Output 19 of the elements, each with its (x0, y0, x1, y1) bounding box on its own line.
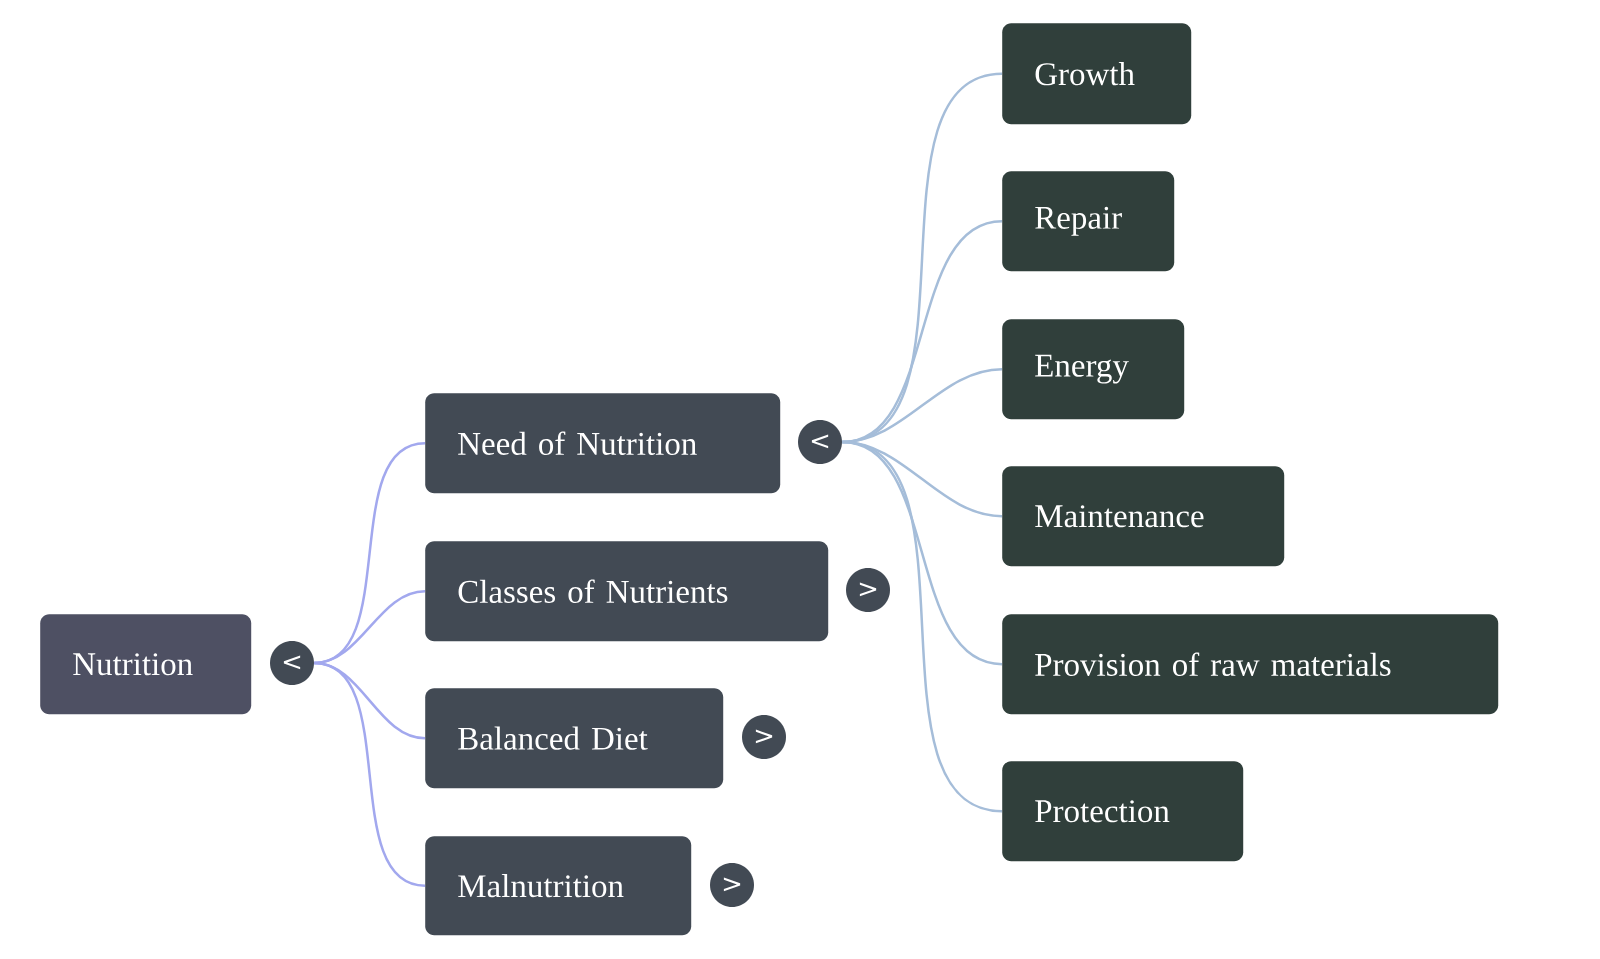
topic-box: Need of Nutrition (425, 393, 781, 494)
topic-box: Provision of raw materials (1002, 614, 1499, 715)
topic-box: Balanced Diet (425, 688, 724, 789)
topic-box: Repair (1002, 171, 1175, 272)
toggle-button: < (798, 420, 842, 464)
toggle-button: > (742, 715, 786, 759)
connector (313, 661, 426, 887)
toggle-button: > (846, 568, 890, 612)
toggle-button: > (710, 863, 754, 907)
toggle-button: < (270, 641, 314, 685)
topic-box: Protection (1002, 761, 1244, 862)
topic-box: Malnutrition (425, 836, 692, 936)
topic-box: Growth (1002, 23, 1192, 125)
topic-box: Nutrition (40, 614, 252, 715)
topic-box: Classes of Nutrients (425, 541, 829, 642)
connector (841, 440, 1003, 813)
connector (314, 589, 426, 665)
topic-box: Maintenance (1002, 466, 1285, 567)
topic-box: Energy (1002, 319, 1185, 420)
